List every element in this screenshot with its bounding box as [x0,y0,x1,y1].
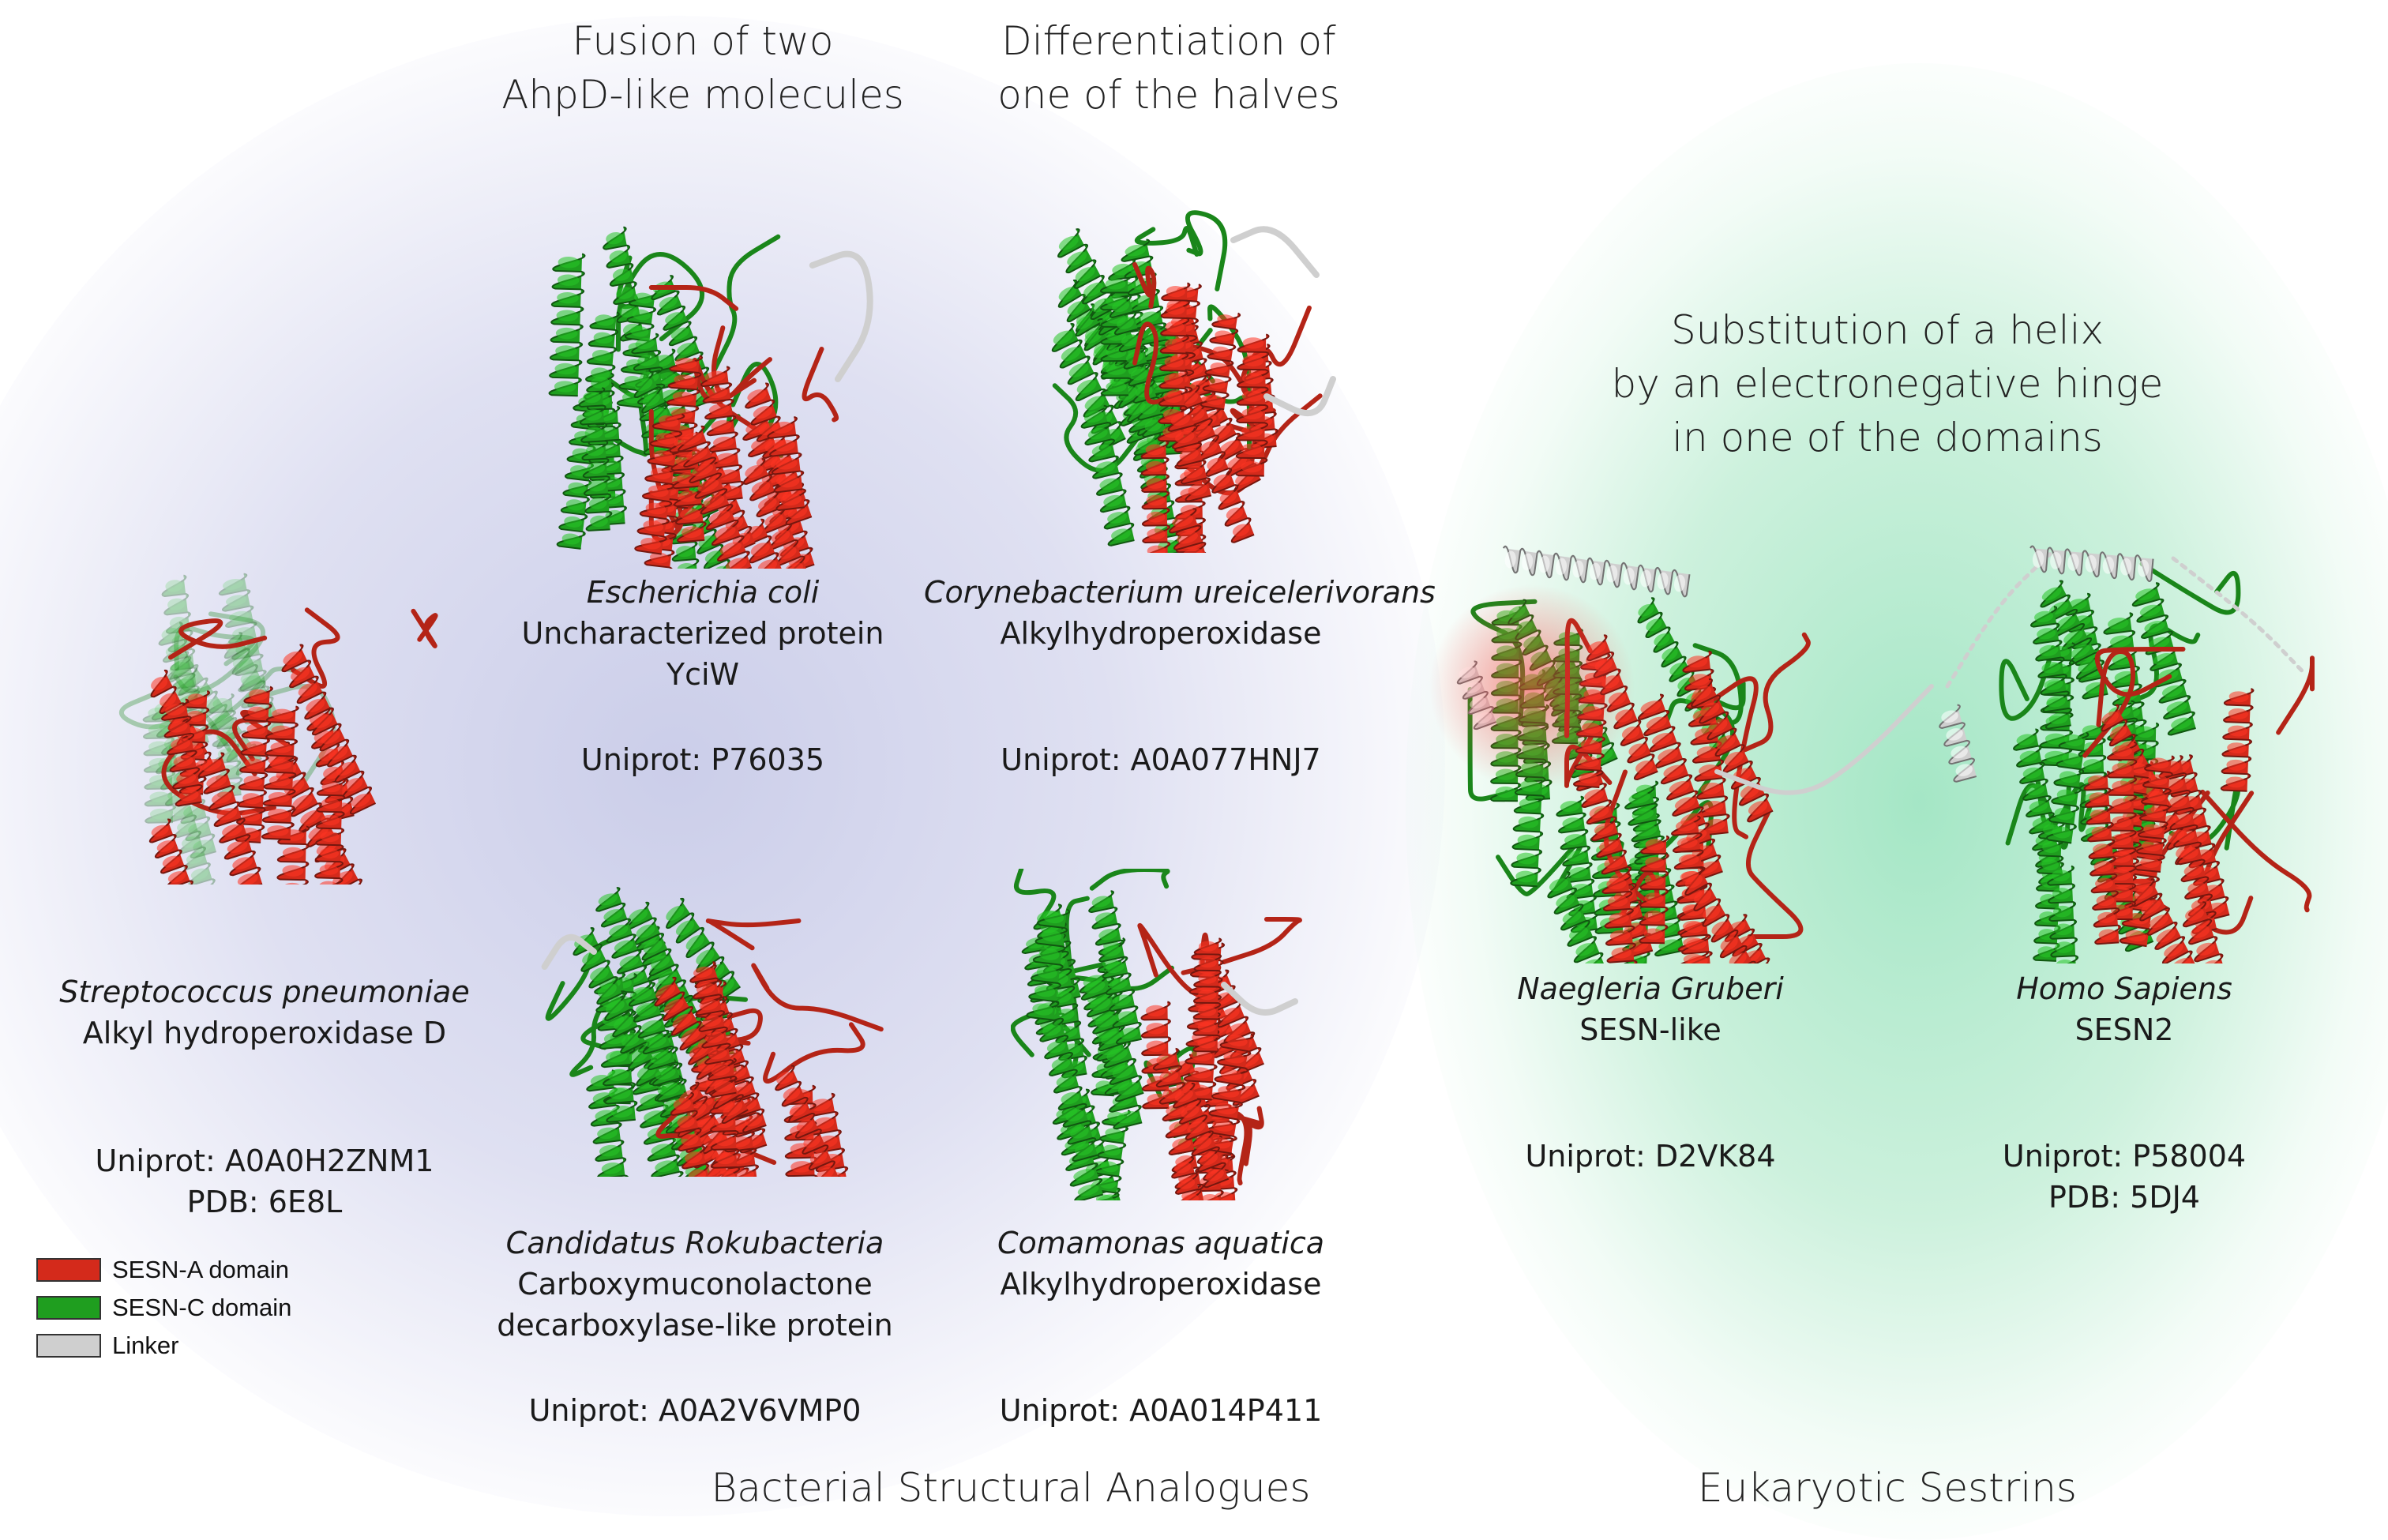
ribbon-loop [2173,558,2304,674]
legend-label: SESN-C domain [112,1294,291,1322]
ribbon-helix [2029,546,2153,581]
ribbon-helix [2221,688,2254,791]
ribbon-loop [813,254,870,379]
ribbon-helix [1141,441,1170,553]
protein-description: Alkyl hydroperoxidase D [55,1012,474,1054]
species-name: Streptococcus pneumoniae [55,971,474,1012]
legend-item-linker: Linker [36,1327,291,1365]
caption-naegleria: Naegleria Gruberi SESN-like Uniprot: D2V… [1453,968,1848,1177]
ribbon-loop [1188,212,1225,289]
ribbon-loop [805,349,837,420]
ribbon-loop [1246,1109,1262,1164]
pdb-id: PDB: 6E8L [55,1181,474,1223]
ribbon-loop [708,921,799,948]
protein-structure-ecoli [529,190,892,569]
protein-description: decarboxylase-like protein [482,1305,908,1346]
legend: SESN-A domain SESN-C domain Linker [36,1251,291,1365]
protein-description: YciW [490,654,916,695]
uniprot-id: Uniprot: A0A0H2ZNM1 [55,1140,474,1181]
ribbon-loop [715,237,778,370]
ribbon-loop [1947,554,2050,686]
protein-description: Uncharacterized protein [490,613,916,654]
protein-structure-homo [1927,537,2337,963]
ribbon-helix [549,253,584,396]
ribbon-helix [585,1070,632,1177]
legend-swatch [36,1296,101,1320]
legend-item-sesn-a: SESN-A domain [36,1251,291,1289]
ribbon-loop [765,1024,863,1081]
species-name: Homo Sapiens [1927,968,2322,1009]
protein-description: SESN-like [1453,1009,1848,1050]
uniprot-id: Uniprot: A0A077HNJ7 [924,739,1398,780]
uniprot-id: Uniprot: P76035 [490,739,916,780]
ribbon-loop [1233,229,1316,275]
protein-structure-strep [55,553,466,885]
pdb-id: PDB: 5DJ4 [1927,1177,2322,1218]
legend-swatch [36,1334,101,1358]
protein-description: Carboxymuconolactone [482,1264,908,1305]
ribbon-loop [2278,658,2312,732]
heading-differentiation: Differentiation of one of the halves [940,14,1398,122]
protein-structure-comamonas [1011,869,1366,1200]
heading-substitution: Substitution of a helix by an electroneg… [1611,303,2164,464]
caption-homo: Homo Sapiens SESN2 Uniprot: P58004 PDB: … [1927,968,2322,1218]
ribbon-loop [413,611,435,646]
ribbon-helix [1936,704,1979,783]
caption-comamonas: Comamonas aquatica Alkylhydroperoxidase … [948,1223,1374,1431]
species-name: Corynebacterium ureicelerivorans [924,572,1398,613]
heading-eukaryotic-sestrins: Eukaryotic Sestrins [1643,1461,2132,1515]
protein-description: SESN2 [1927,1009,2322,1050]
protein-structure-coryne [1034,205,1366,553]
species-name: Candidatus Rokubacteria [482,1223,908,1264]
species-name: Naegleria Gruberi [1453,968,1848,1009]
electronegative-hinge-glow [1429,584,1635,790]
legend-swatch [36,1258,101,1282]
species-name: Escherichia coli [490,572,916,613]
species-name: Comamonas aquatica [948,1223,1374,1264]
caption-candidatus: Candidatus Rokubacteria Carboxymuconolac… [482,1223,908,1431]
ribbon-loop [1092,870,1168,888]
caption-ecoli: Escherichia coli Uncharacterized protein… [490,572,916,780]
protein-structure-candidatus [537,877,916,1177]
heading-bacterial-analogues: Bacterial Structural Analogues [608,1461,1414,1515]
uniprot-id: Uniprot: D2VK84 [1453,1136,1848,1177]
protein-description: Alkylhydroperoxidase [948,1264,1374,1305]
legend-item-sesn-c: SESN-C domain [36,1289,291,1327]
ribbon-loop [1748,813,1801,937]
heading-fusion: Fusion of two AhpD-like molecules [482,14,924,122]
caption-coryne: Corynebacterium ureicelerivorans Alkylhy… [924,572,1398,780]
protein-description: Alkylhydroperoxidase [924,613,1398,654]
ribbon-loop [714,328,770,396]
ribbon-loop [1267,379,1333,413]
legend-label: SESN-A domain [112,1256,289,1284]
ribbon-loop [1224,919,1300,962]
uniprot-id: Uniprot: A0A014P411 [948,1390,1374,1431]
caption-strep: Streptococcus pneumoniae Alkyl hydropero… [55,971,474,1223]
protein-structure-naegleria [1421,537,1958,963]
uniprot-id: Uniprot: A0A2V6VMP0 [482,1390,908,1431]
legend-label: Linker [112,1332,178,1360]
ribbon-helix [1078,405,1136,546]
uniprot-id: Uniprot: P58004 [1927,1136,2322,1177]
ribbon-loop [753,965,881,1029]
